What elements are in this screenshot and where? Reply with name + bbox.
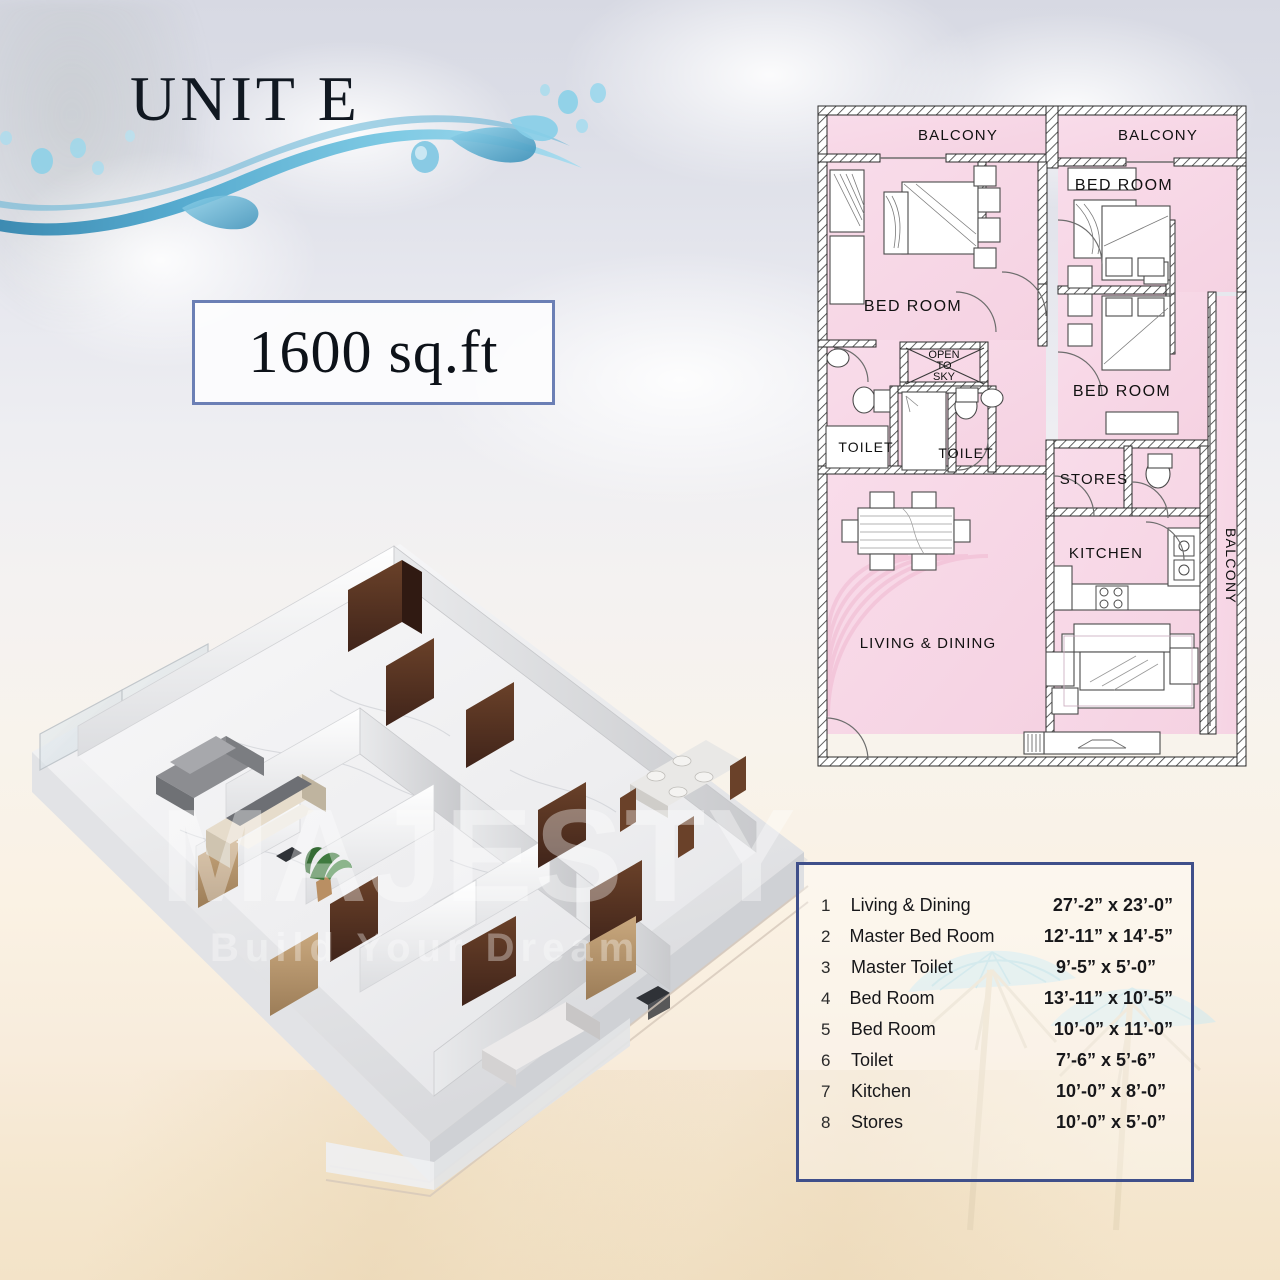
legend-room-name: Bed Room <box>850 1019 936 1039</box>
room-label-living-dining: LIVING & DINING <box>860 635 997 652</box>
legend-number: 2 <box>821 927 831 946</box>
room-schedule-legend: 1 Living & Dining 27’-2” x 23’-0” 2 Mast… <box>796 862 1194 1182</box>
room-label-toilet-1: TOILET <box>838 439 893 455</box>
legend-number: 3 <box>821 958 831 977</box>
legend-row: 5 Bed Room 10’-0” x 11’-0” <box>821 1019 1173 1050</box>
floor-plan: BALCONY BALCONY BED ROOM BED ROOM BED RO… <box>806 96 1266 786</box>
area-badge: 1600 sq.ft <box>192 300 555 405</box>
area-label: 1600 sq.ft <box>248 319 499 385</box>
render-illustration <box>32 544 809 1198</box>
header: UNIT E <box>0 0 660 250</box>
legend-number: 8 <box>821 1113 831 1132</box>
legend-dimension: 10’-0” x 8’-0” <box>1056 1081 1167 1101</box>
legend-room-name: Master Toilet <box>851 957 953 977</box>
page-title: UNIT E <box>130 63 361 134</box>
room-label-open-to-sky-2: TO <box>936 360 952 372</box>
legend-row: 7 Kitchen 10’-0” x 8’-0” <box>821 1081 1173 1112</box>
legend-number: 5 <box>821 1020 831 1039</box>
legend-row: 4 Bed Room 13’-11” x 10’-5” <box>821 988 1173 1019</box>
water-splash-icon <box>0 83 606 236</box>
legend-number: 1 <box>821 896 831 915</box>
umbrella-illustration <box>908 950 1216 1231</box>
legend-dimension: 10’-0” x 5’-0” <box>1056 1112 1167 1132</box>
legend-number: 6 <box>821 1051 831 1070</box>
room-label-bedroom-right1: BED ROOM <box>1075 177 1173 194</box>
legend-room-name: Living & Dining <box>850 895 971 915</box>
legend-room-name: Toilet <box>851 1050 894 1070</box>
legend-room-name: Stores <box>851 1112 904 1132</box>
legend-room-name: Master Bed Room <box>849 926 995 946</box>
room-label-balcony-left: BALCONY <box>918 127 998 144</box>
legend-row: 1 Living & Dining 27’-2” x 23’-0” <box>821 895 1173 926</box>
room-label-open-to-sky-3: SKY <box>933 371 956 383</box>
legend-room-name: Bed Room <box>849 988 935 1008</box>
legend-number: 7 <box>821 1082 831 1101</box>
legend-row: 8 Stores 10’-0” x 5’-0” <box>821 1112 1173 1143</box>
legend-row: 3 Master Toilet 9’-5” x 5’-0” <box>821 957 1173 988</box>
legend-row: 2 Master Bed Room 12’-11” x 14’-5” <box>821 926 1173 957</box>
legend-dimension: 9’-5” x 5’-0” <box>1056 957 1157 977</box>
legend-dimension: 13’-11” x 10’-5” <box>1043 988 1173 1008</box>
beach-umbrella-decoration <box>880 930 1280 1260</box>
room-label-toilet-2: TOILET <box>938 445 993 461</box>
room-label-balcony-side: BALCONY <box>1223 528 1239 604</box>
sand-texture <box>0 1070 1280 1280</box>
room-label-kitchen: KITCHEN <box>1069 545 1143 562</box>
legend-dimension: 12’-11” x 14’-5” <box>1043 926 1173 946</box>
room-label-bedroom-right2: BED ROOM <box>1073 383 1171 400</box>
legend-dimension: 7’-6” x 5’-6” <box>1056 1050 1157 1070</box>
floor-plan-drawing: BALCONY BALCONY BED ROOM BED ROOM BED RO… <box>817 105 1247 767</box>
3d-isometric-render <box>30 530 820 1220</box>
legend-dimension: 27’-2” x 23’-0” <box>1052 895 1173 915</box>
legend-dimension: 10’-0” x 11’-0” <box>1053 1019 1173 1039</box>
legend-number: 4 <box>821 989 831 1008</box>
legend-row: 6 Toilet 7’-6” x 5’-6” <box>821 1050 1173 1081</box>
legend-room-name: Kitchen <box>851 1081 912 1101</box>
room-label-open-to-sky: OPEN <box>928 349 959 361</box>
room-label-bedroom-left: BED ROOM <box>864 298 962 315</box>
room-label-balcony-right: BALCONY <box>1118 127 1198 144</box>
room-label-stores: STORES <box>1060 471 1129 488</box>
